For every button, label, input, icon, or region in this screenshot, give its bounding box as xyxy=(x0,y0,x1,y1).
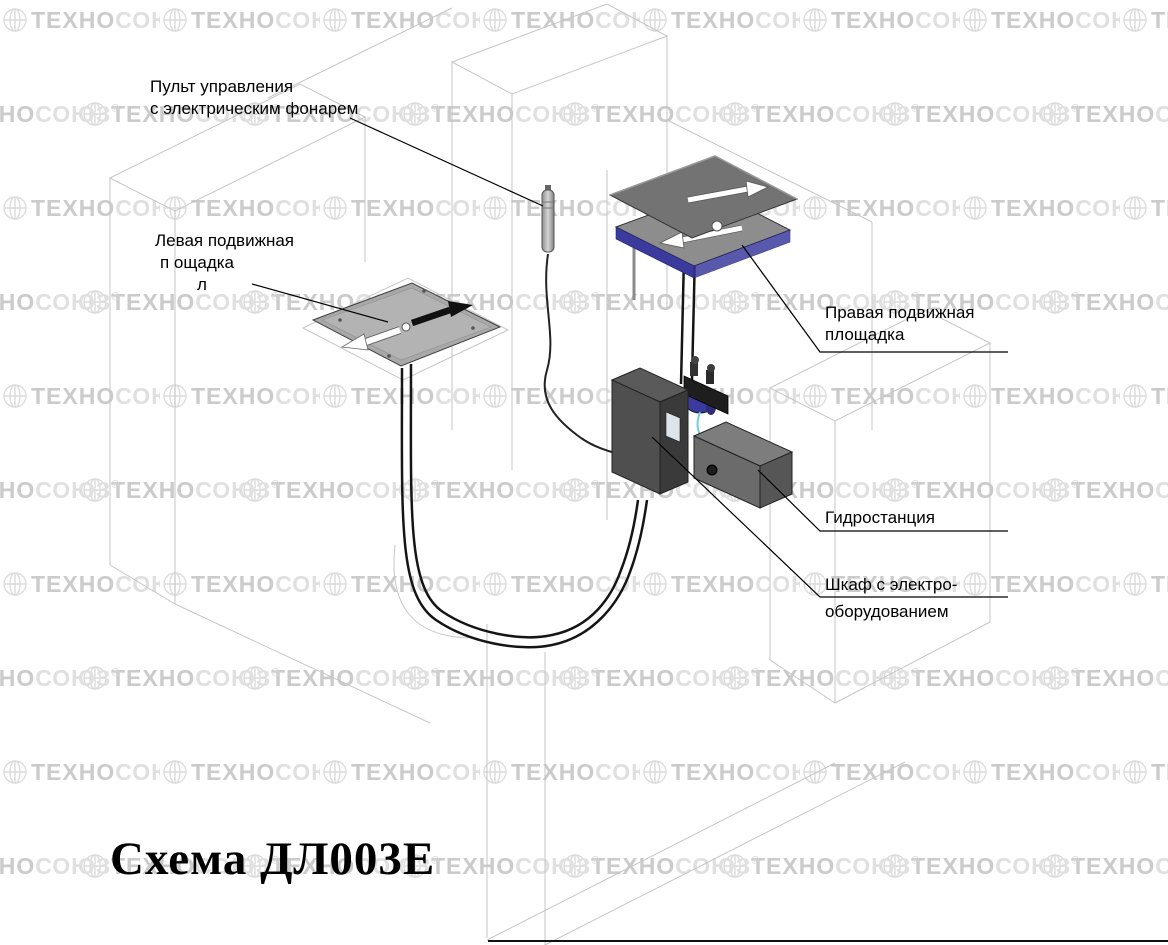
callout-text-line: Гидростанция xyxy=(825,508,935,527)
left-platform-arrow-black xyxy=(410,301,473,327)
callout-left-platform-label: Левая подвижная п ощадка л xyxy=(155,230,294,296)
electrical-cabinet xyxy=(610,367,690,495)
right-platform-arrow-white-right xyxy=(687,180,770,204)
left-platform-center-dot xyxy=(401,322,411,332)
valve-block xyxy=(683,356,729,415)
callout-text-line: Шкаф с электро- xyxy=(825,575,958,594)
pendant-body xyxy=(541,189,555,253)
callout-text-line: Пульт управления xyxy=(150,77,294,96)
scheme-title: Схема ДЛ003Е xyxy=(110,833,436,885)
upper-plate-highlight xyxy=(609,155,798,200)
callout-text-line: л xyxy=(197,275,207,294)
left-platform xyxy=(311,282,502,367)
callout-text-line: оборудованием xyxy=(825,602,949,621)
callout-text-line: площадка xyxy=(825,325,905,344)
pendant-cable xyxy=(543,253,634,462)
callout-pendant-label: Пульт управления с электрическим фонарем xyxy=(150,76,358,120)
callout-right-platform-label: Правая подвижная площадка xyxy=(825,302,975,346)
cabinet-display xyxy=(665,411,681,443)
callout-text-line: с электрическим фонарем xyxy=(150,99,359,118)
hydraulic-station xyxy=(610,356,794,509)
right-platform-leader-line xyxy=(741,244,1008,353)
plate-bolts xyxy=(338,289,475,358)
callout-text-line: п ощадка xyxy=(160,253,235,272)
callout-cabinet-label-line2: оборудованием xyxy=(825,601,949,623)
control-pendant xyxy=(541,185,555,253)
right-platform-knob xyxy=(711,220,723,232)
tank-cap xyxy=(706,464,718,476)
platform-blue-skirt-right xyxy=(693,229,791,279)
oil-tank xyxy=(692,421,794,509)
left-platform-leader-line xyxy=(251,283,389,323)
pendant-leader-line xyxy=(349,117,544,207)
hydro-leader-line xyxy=(757,469,1008,532)
pit-structure xyxy=(108,3,992,945)
callout-cabinet-label-line1: Шкаф с электро- xyxy=(825,574,957,596)
callout-leaders xyxy=(251,117,1008,598)
left-platform-arrow-white xyxy=(340,326,402,351)
cabinet-side xyxy=(659,389,689,495)
right-platform xyxy=(608,155,799,300)
callout-hydro-label: Гидростанция xyxy=(825,507,935,529)
pendant-cap xyxy=(545,185,551,191)
hydraulic-hoses-left xyxy=(400,363,649,649)
callout-text-line: Левая подвижная xyxy=(155,231,294,250)
tank-side xyxy=(759,451,793,509)
cabinet-leader-line xyxy=(651,436,1008,598)
callout-text-line: Правая подвижная xyxy=(825,303,975,322)
